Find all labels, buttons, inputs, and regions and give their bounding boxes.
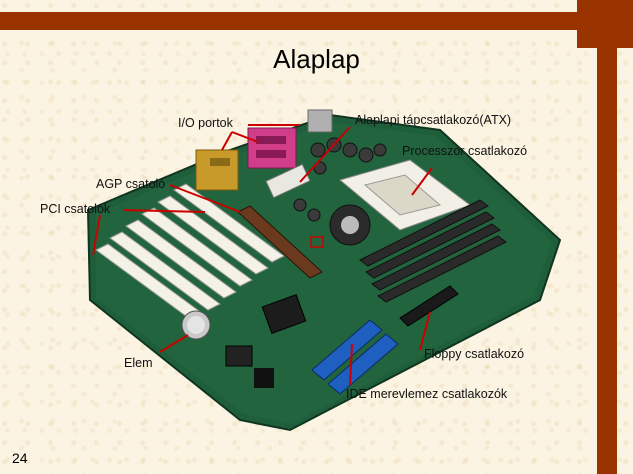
- label-ide: IDE merevlemez csatlakozók: [346, 387, 508, 401]
- slide-title: Alaplap: [273, 44, 360, 74]
- ide-connectors: [311, 319, 399, 395]
- label-atx: Alaplapi tápcsatlakozó(ATX): [355, 113, 511, 127]
- page-number: 24: [12, 450, 28, 466]
- corner-accent-block: [577, 0, 633, 48]
- agp-slot: [237, 205, 323, 279]
- label-battery: Elem: [124, 356, 152, 370]
- atx-connector: [265, 163, 311, 199]
- label-floppy: Floppy csatlakozó: [424, 347, 524, 361]
- right-accent-bar: [597, 0, 617, 474]
- label-pci: PCI csatolók: [40, 202, 111, 216]
- io-ports-block: [195, 109, 333, 191]
- label-cpu-socket: Processzor csatlakozó: [402, 144, 527, 158]
- label-agp: AGP csatoló: [96, 177, 165, 191]
- ram-slots: [359, 199, 507, 303]
- pointer-lines: [92, 124, 433, 386]
- pci-slots: [95, 183, 285, 323]
- label-io-ports: I/O portok: [178, 116, 234, 130]
- top-accent-bar: [0, 12, 633, 30]
- floppy-connector: [399, 285, 459, 327]
